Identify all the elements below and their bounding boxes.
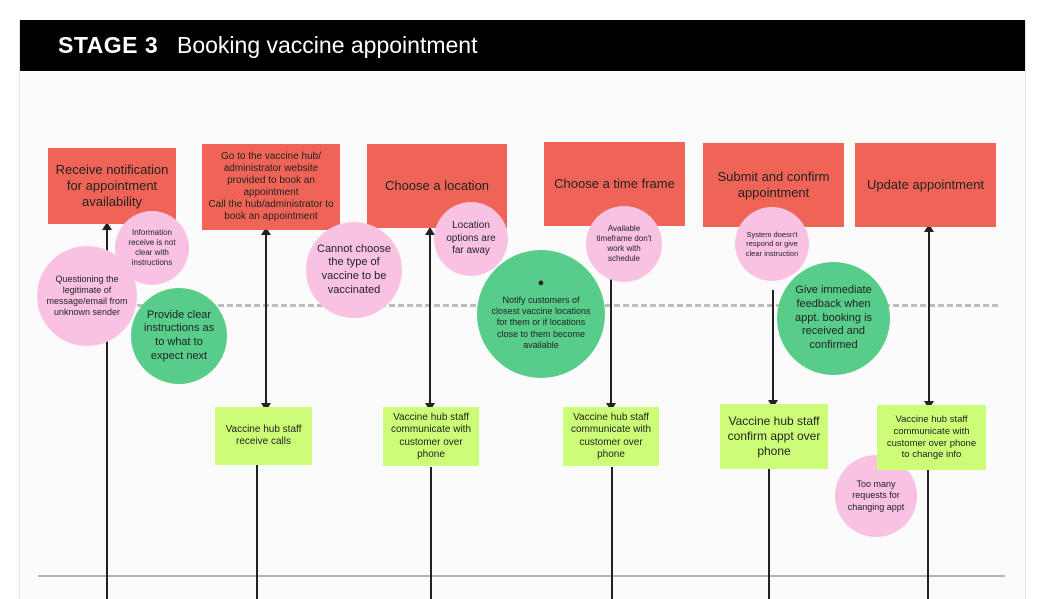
connector-step-3 [425, 227, 435, 411]
pain-no-response: System doesn't respond or give clear ins… [735, 207, 809, 281]
connector-staff-3 [611, 467, 613, 599]
stage-title: Booking vaccine appointment [177, 32, 478, 58]
opportunity-notify-locations: ● Notify customers of closest vaccine lo… [477, 250, 605, 378]
connector-step-2 [261, 227, 271, 411]
pain-timeframe: Available timeframe don't work with sche… [586, 206, 662, 282]
connector-step-4 [606, 278, 616, 411]
staff-change-info: Vaccine hub staff communicate with custo… [877, 405, 986, 470]
pain-far-away: Location options are far away [434, 202, 508, 276]
connector-step-1 [102, 222, 112, 599]
journey-board: STAGE 3 Booking vaccine appointment Rece… [19, 20, 1026, 599]
connector-staff-5 [927, 470, 929, 599]
stage-header: STAGE 3 Booking vaccine appointment [20, 20, 1025, 71]
staff-receive-calls: Vaccine hub staff receive calls [215, 407, 312, 465]
stage-label: STAGE 3 [58, 32, 159, 58]
lightbulb-icon: ● [537, 277, 545, 289]
opportunity-notify-locations-text: Notify customers of closest vaccine loca… [491, 294, 591, 350]
staff-confirm-appt: Vaccine hub staff confirm appt over phon… [720, 404, 828, 469]
opportunity-immediate-feedback: Give immediate feedback when appt. booki… [777, 262, 890, 375]
line-of-visibility [38, 575, 1005, 577]
pain-legitimacy: Questioning the legitimate of message/em… [37, 246, 137, 346]
connector-step-5 [768, 290, 778, 408]
opportunity-clear-instructions: Provide clear instructions as to what to… [131, 288, 227, 384]
connector-staff-1 [256, 465, 258, 599]
staff-communicate-time: Vaccine hub staff communicate with custo… [563, 407, 659, 466]
step-update-appointment: Update appointment [855, 143, 996, 227]
pain-vaccine-type: Cannot choose the type of vaccine to be … [306, 222, 402, 318]
connector-step-6 [924, 224, 934, 409]
connector-staff-2 [430, 467, 432, 599]
staff-communicate-location: Vaccine hub staff communicate with custo… [383, 407, 479, 466]
connector-staff-4 [768, 469, 770, 599]
step-book-appointment: Go to the vaccine hub/ administrator web… [202, 144, 340, 230]
